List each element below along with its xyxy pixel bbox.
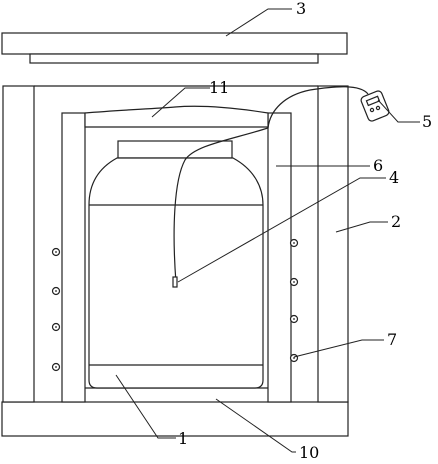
leader-2 [335,221,388,233]
cover-sheet-part-11 [84,105,269,128]
leader-lines [115,8,420,453]
leader-4 [177,177,386,283]
vent-hole-left [51,286,61,296]
vent-hole-right [289,238,299,248]
callout-3: 3 [296,0,306,18]
leader-3 [225,8,292,37]
callout-4: 4 [389,168,399,187]
vent-hole-right [289,277,299,287]
callout-5: 5 [422,112,432,131]
lid-part-3 [1,32,348,64]
callout-7: 7 [387,330,397,349]
leader-10 [215,398,296,453]
callout-1: 1 [178,429,188,448]
sensor-cable [173,86,369,284]
temperature-probe-part-4 [172,276,178,288]
leader-5 [377,99,420,123]
leader-7 [293,339,384,358]
base-board-part-10 [1,401,349,437]
vent-hole-right [289,353,299,363]
container-jar-part-1 [88,140,264,389]
callout-6: 6 [373,156,383,175]
callout-2: 2 [391,212,401,231]
leader-1 [115,374,176,439]
vent-hole-right [289,314,299,324]
data-logger-part-5 [360,90,390,122]
callout-11: 11 [209,78,229,97]
inner-frame-part-6 [61,112,292,403]
vent-hole-left [51,322,61,332]
leader-11 [151,87,210,118]
vent-hole-left [51,362,61,372]
vent-hole-left [51,247,61,257]
callout-10: 10 [299,443,319,462]
